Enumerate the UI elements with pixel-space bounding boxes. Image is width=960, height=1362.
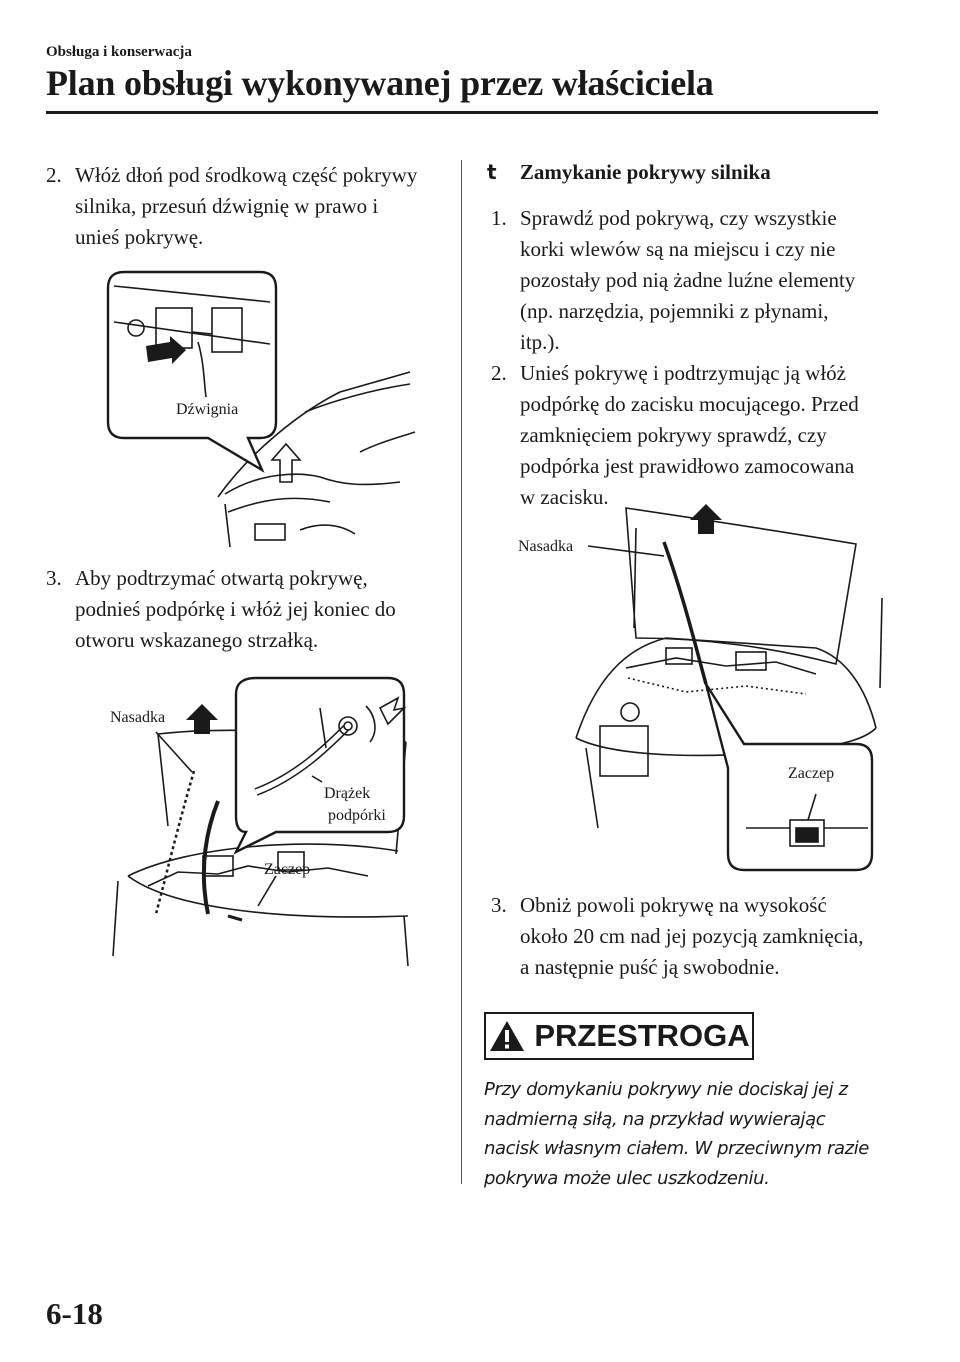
step-number: 3. — [491, 893, 507, 917]
label-clip: Zaczep — [788, 765, 834, 782]
step-text: Obniż powoli pokrywę na wysokość około 2… — [520, 893, 864, 979]
step-number: 2. — [491, 361, 507, 385]
step-2-left: 2. Włóż dłoń pod środkową część pokrywy … — [46, 160, 418, 253]
section-label: Obsługa i konserwacja — [46, 44, 192, 60]
label-rod-line2: podpórki — [328, 807, 386, 824]
warning-icon — [490, 1021, 525, 1051]
title-rule — [46, 111, 878, 114]
step-number: 3. — [46, 566, 62, 590]
step-text: Włóż dłoń pod środkową część pokrywy sil… — [75, 163, 418, 249]
label-tip: Nasadka — [110, 709, 165, 726]
label-clip: Zaczep — [264, 861, 310, 878]
step-text: Aby podtrzymać otwartą pokrywę, podnieś … — [75, 566, 396, 652]
label-rod-line1: Drążek — [324, 785, 370, 802]
subheading-closing-hood: t Zamykanie pokrywy silnika — [487, 160, 771, 185]
step-number: 1. — [491, 206, 507, 230]
caution-text: Przy domykaniu pokrywy nie dociskaj jej … — [484, 1079, 869, 1189]
hood-lever-figure: Dźwignia — [106, 270, 416, 548]
step-1-right: 1. Sprawdź pod pokrywą, czy wszystkie ko… — [491, 203, 871, 358]
step-text: Unieś pokrywę i podtrzymując ją włóż pod… — [520, 361, 859, 509]
page-title: Plan obsługi wykonywanej przez właścicie… — [46, 63, 714, 103]
bullet-icon: t — [487, 160, 497, 184]
hood-clip-figure: Nasadka Zaczep — [518, 504, 883, 872]
step-number: 2. — [46, 163, 62, 187]
step-2-right: 2. Unieś pokrywę i podtrzymując ją włóż … — [491, 358, 873, 513]
caution-label: PRZESTROGA — [534, 1018, 750, 1053]
step-3-right: 3. Obniż powoli pokrywę na wysokość okoł… — [491, 890, 871, 983]
column-divider — [461, 160, 462, 1184]
hood-rod-figure: Nasadka Drążek podpórki Zaczep — [110, 676, 409, 967]
page-number: 6-18 — [46, 1296, 103, 1331]
subheading-text: Zamykanie pokrywy silnika — [519, 160, 771, 184]
label-tip: Nasadka — [518, 538, 573, 555]
caution-box: PRZESTROGA — [484, 1012, 754, 1060]
step-3-left: 3. Aby podtrzymać otwartą pokrywę, podni… — [46, 563, 426, 656]
step-text: Sprawdź pod pokrywą, czy wszystkie korki… — [520, 206, 856, 354]
label-lever: Dźwignia — [176, 401, 238, 418]
